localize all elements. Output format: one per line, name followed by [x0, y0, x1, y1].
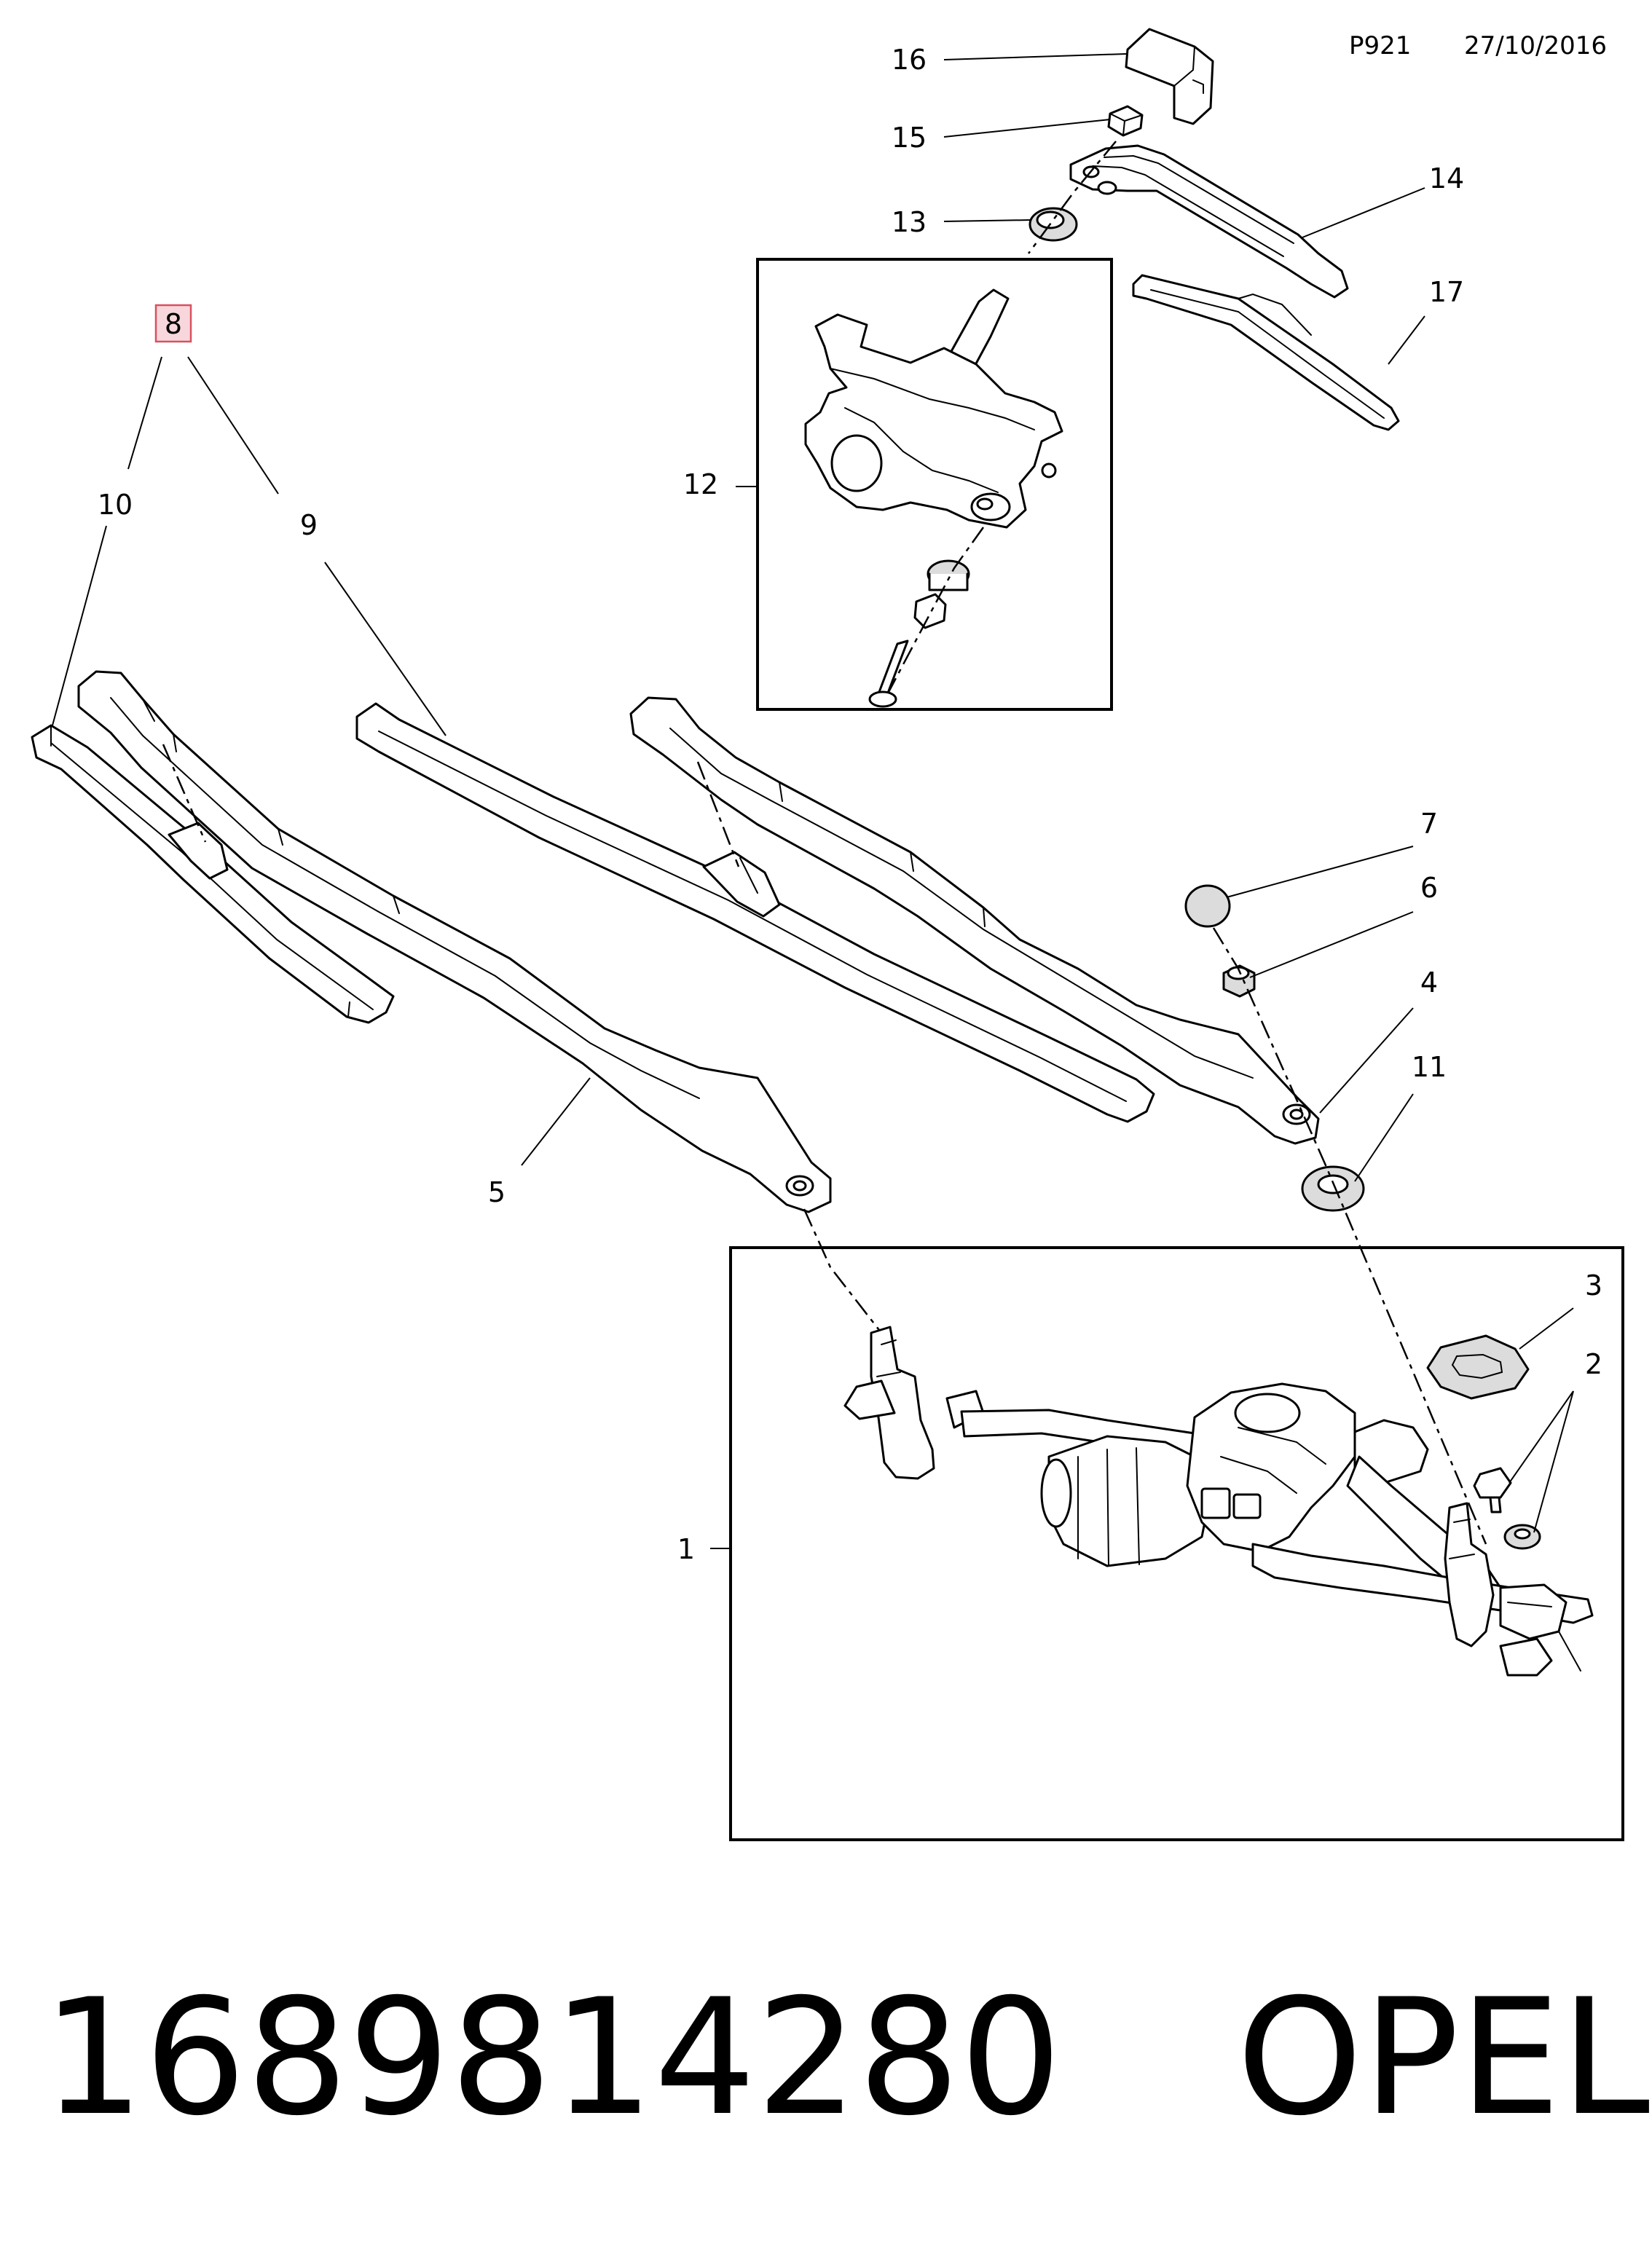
part-number: 1689814280 [42, 1964, 1062, 2151]
callout-8-highlight [154, 304, 192, 343]
exploded-parts-diagram: P921 27/10/2016 [31, 28, 1624, 1841]
callout-12[interactable]: 12 [683, 468, 718, 500]
part-13-grommet [1028, 207, 1078, 242]
part-15-nut [1107, 105, 1144, 137]
callout-17[interactable]: 17 [1429, 276, 1464, 308]
callout-4[interactable]: 4 [1420, 967, 1438, 999]
rear-axis-top [1027, 141, 1117, 254]
part-12-lower-fasteners [868, 559, 970, 708]
part-9-wiper-blade-right [355, 702, 1155, 1123]
callout-16[interactable]: 16 [892, 44, 927, 76]
part-1-wiper-linkage [843, 1326, 1594, 1677]
rear-axis-bottom [887, 527, 985, 693]
part-5-wiper-arm-left [77, 670, 832, 1213]
axis-right-pivot [1212, 927, 1487, 1545]
callout-5[interactable]: 5 [488, 1176, 506, 1208]
footer: 1689814280 OPEL [42, 1937, 1650, 2178]
callout-3[interactable]: 3 [1585, 1269, 1602, 1302]
callout-7[interactable]: 7 [1420, 808, 1438, 840]
axis-left-blade [162, 744, 207, 843]
part-7-cap [1184, 884, 1231, 928]
part-3-gasket [1426, 1334, 1530, 1400]
callout-2[interactable]: 2 [1585, 1348, 1602, 1380]
callout-14[interactable]: 14 [1429, 162, 1464, 194]
axis-left-pivot [803, 1208, 882, 1334]
brand-name: OPEL [1236, 1964, 1651, 2151]
callout-8[interactable]: 8 [165, 308, 182, 340]
callout-1[interactable]: 1 [677, 1533, 695, 1565]
callout-6[interactable]: 6 [1420, 872, 1438, 904]
diagram-date: 27/10/2016 [1464, 31, 1607, 60]
callout-15[interactable]: 15 [892, 122, 927, 154]
part-12-frame [756, 258, 1113, 711]
part-14-rear-wiper-arm [1069, 144, 1349, 299]
part-16-cap [1125, 28, 1214, 125]
part-1-frame [729, 1246, 1624, 1841]
part-11-grommet [1301, 1165, 1365, 1212]
callout-9[interactable]: 9 [300, 509, 318, 541]
leader-lines [52, 53, 1574, 1549]
callout-10[interactable]: 10 [98, 489, 133, 521]
part-4-wiper-arm-right [629, 696, 1320, 1145]
callout-13[interactable]: 13 [892, 206, 927, 238]
part-10-wiper-blade-left [31, 724, 395, 1024]
callout-11[interactable]: 11 [1412, 1051, 1447, 1083]
part-12-rear-wiper-motor [804, 288, 1063, 529]
diagram-code: P921 [1349, 31, 1411, 60]
part-17-rear-wiper-blade [1132, 274, 1400, 431]
axis-right-blade [696, 761, 740, 867]
part-2-fasteners [1473, 1467, 1541, 1550]
